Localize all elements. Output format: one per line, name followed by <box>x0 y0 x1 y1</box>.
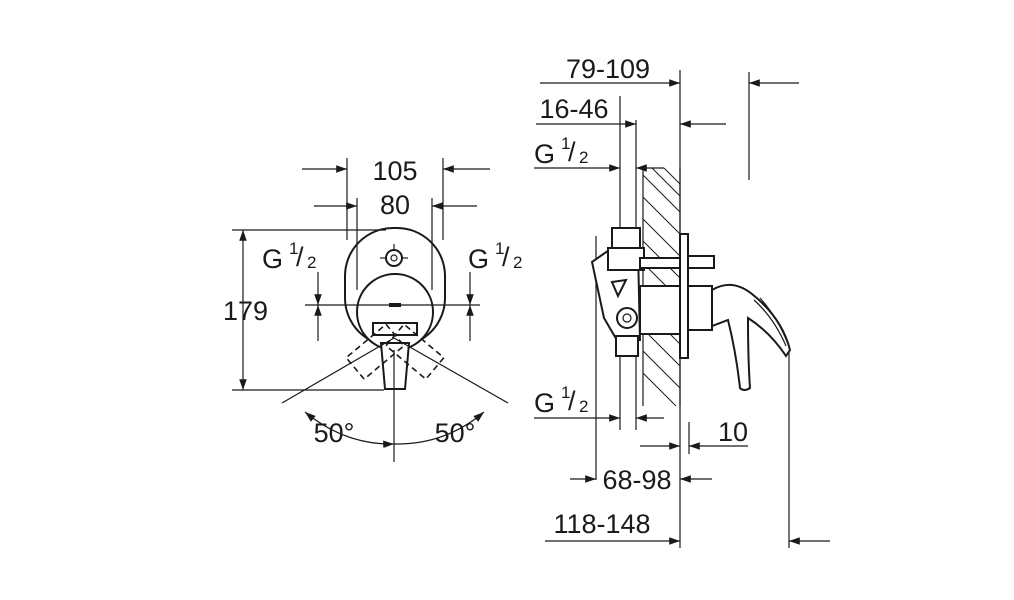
thread-left-label: G 1 / 2 <box>262 239 316 274</box>
extension-stem <box>687 255 715 269</box>
dim-depth-79-109: 79-109 <box>566 54 650 84</box>
handle-lever <box>711 283 792 391</box>
side-fitting <box>616 307 638 329</box>
dim-depth-118-148: 118-148 <box>553 509 650 539</box>
dim-width-inner: 80 <box>380 190 410 220</box>
thread-right-label: G 1 / 2 <box>468 239 522 274</box>
handle-base <box>687 285 713 331</box>
bottom-connector <box>615 335 639 357</box>
angle-left: 50° <box>314 418 355 448</box>
cartridge <box>639 285 681 335</box>
dim-height: 179 <box>223 296 268 326</box>
lever <box>379 342 411 390</box>
front-view: 105 80 179 G 1 / 2 G 1 / 2 50° <box>223 156 522 462</box>
lever-rotated-right <box>384 323 445 381</box>
angle-right: 50° <box>435 418 476 448</box>
side-view: 79-109 16-46 G 1 / 2 G 1 / 2 10 68-98 <box>534 54 830 548</box>
cover-plate <box>679 233 689 359</box>
dim-width-outer: 105 <box>372 156 417 186</box>
thread-bottom-label: G 1 / 2 <box>534 383 588 418</box>
dim-offset-10: 10 <box>718 417 748 447</box>
dim-depth-68-98: 68-98 <box>602 465 671 495</box>
thread-top-label: G 1 / 2 <box>534 134 588 169</box>
top-connector <box>611 227 641 249</box>
top-fitting <box>385 249 403 267</box>
dim-depth-16-46: 16-46 <box>539 94 608 124</box>
